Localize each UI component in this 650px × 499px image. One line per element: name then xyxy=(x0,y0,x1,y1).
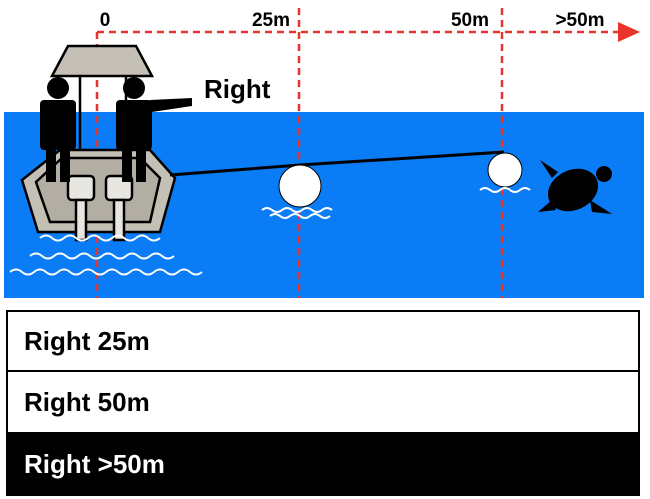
distance-options: Right 25m Right 50m Right >50m xyxy=(6,310,640,496)
person-icon xyxy=(116,77,192,182)
pointer-label: Right xyxy=(204,74,271,104)
option-right-50m[interactable]: Right 50m xyxy=(6,372,640,434)
arrow-right-icon xyxy=(618,22,640,42)
option-right-25m[interactable]: Right 25m xyxy=(6,310,640,372)
person-icon xyxy=(40,77,76,182)
water-ripples xyxy=(9,187,531,276)
distance-label-50m: 50m xyxy=(451,10,489,31)
sighting-diagram: 0 25m 50m >50m Right xyxy=(4,8,644,298)
option-right-over-50m[interactable]: Right >50m xyxy=(6,434,640,496)
distance-label-0: 0 xyxy=(100,10,111,31)
distance-label-25m: 25m xyxy=(252,10,290,31)
buoy-icon xyxy=(487,152,523,188)
distance-label-over-50m: >50m xyxy=(555,10,604,31)
buoy-icon xyxy=(278,164,322,208)
turtle-icon xyxy=(538,160,612,214)
